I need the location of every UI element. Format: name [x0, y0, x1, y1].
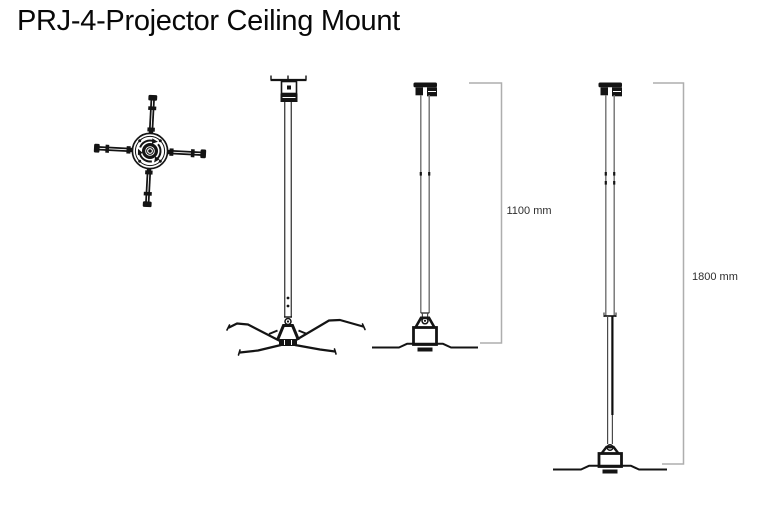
- head-hub-dot: [148, 149, 152, 153]
- mount-head-top-view-drawing: [93, 94, 207, 208]
- head-hub-ring: [142, 143, 159, 160]
- joint-housing: [412, 326, 438, 346]
- inner-tube: [606, 316, 614, 444]
- page-title: PRJ-4-Projector Ceiling Mount: [17, 5, 400, 37]
- mount-pole: [284, 102, 292, 318]
- collar-mark: [613, 172, 616, 176]
- ceiling-clamp: [598, 82, 622, 97]
- head-hub-inner: [146, 147, 154, 155]
- ball-joint: [268, 317, 308, 346]
- collar-mark: [419, 172, 422, 176]
- dimension-label-1800: 1800 mm: [692, 271, 738, 283]
- adjustment-hole: [286, 304, 290, 308]
- ceiling-plate: [270, 75, 307, 82]
- collar-mark: [428, 172, 431, 176]
- mount-side-view-drawing: 1100 mm: [372, 82, 552, 352]
- head-inner-ring: [134, 135, 166, 167]
- ball-joint: [412, 316, 438, 346]
- ball-joint: [597, 443, 623, 468]
- collar-mark: [613, 181, 616, 185]
- ceiling-clamp: [413, 82, 437, 97]
- joint-housing: [597, 452, 623, 468]
- dimension-1100: 1100 mm: [469, 82, 552, 344]
- spider-base-edge-on: [553, 464, 667, 474]
- collar-mark: [604, 172, 607, 176]
- mount-pole: [419, 95, 431, 318]
- dimension-1800: 1800 mm: [653, 82, 738, 465]
- head-mount-screws: [138, 139, 162, 163]
- head-outer-ring: [131, 132, 169, 170]
- mount-side-view-telescoping-drawing: 1800 mm: [553, 82, 738, 474]
- collar-mark: [604, 181, 607, 185]
- spider-legs: [226, 318, 366, 356]
- mount-front-view-splayed-legs-drawing: [226, 75, 366, 356]
- spider-base-edge-on: [372, 342, 478, 352]
- outer-tube: [603, 95, 617, 317]
- ceiling-bracket: [280, 80, 298, 102]
- dimension-label-1100: 1100 mm: [507, 205, 552, 217]
- adjustment-hole: [286, 296, 290, 300]
